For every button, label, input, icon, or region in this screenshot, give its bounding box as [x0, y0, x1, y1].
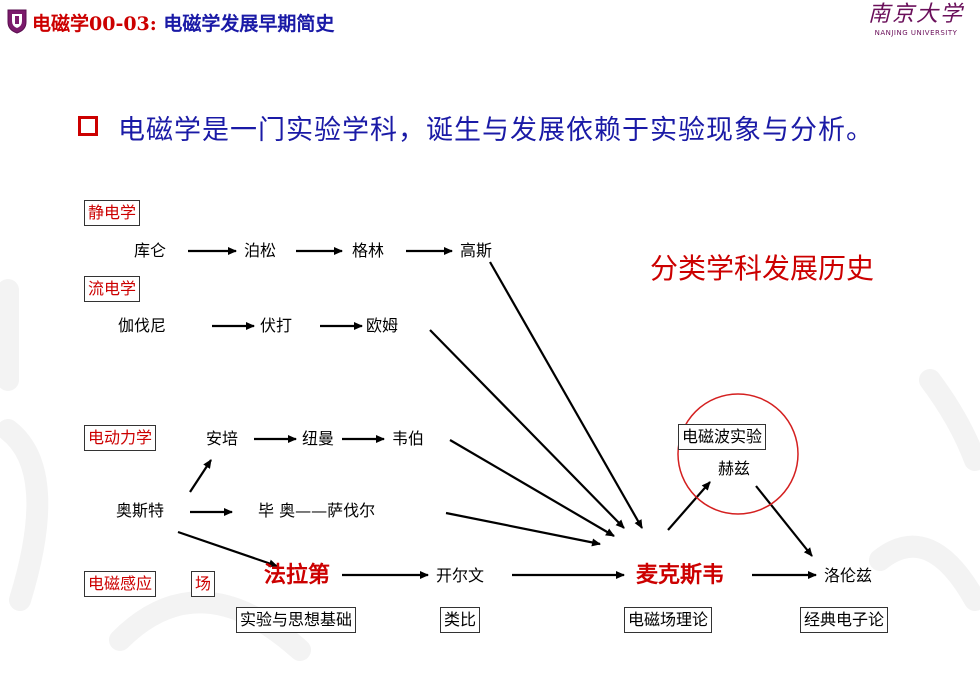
person-lorentz: 洛伦兹	[824, 566, 873, 585]
person-gauss: 高斯	[460, 241, 493, 260]
note-hertz-experiment: 电磁波实验	[678, 424, 767, 450]
person-galvani: 伽伐尼	[118, 316, 167, 335]
arrow-hertz-lorentz	[755, 485, 813, 557]
person-volta: 伏打	[260, 316, 293, 335]
arrow-biot-maxwell	[445, 511, 601, 547]
university-logo: 南京大学 NANJING UNIVERSITY	[866, 2, 966, 44]
bullet-text: 电磁学是一门实验学科，诞生与发展依赖于实验现象与分析。	[118, 115, 874, 146]
person-ohm: 欧姆	[366, 316, 399, 335]
note-faraday-foundation: 实验与思想基础	[236, 607, 357, 633]
university-logo-subtext: NANJING UNIVERSITY	[874, 29, 958, 37]
category-electrodynamics: 电动力学	[84, 425, 157, 451]
person-faraday: 法拉第	[264, 562, 331, 588]
bullet-point: 电磁学是一门实验学科，诞生与发展依赖于实验现象与分析。	[78, 108, 874, 147]
note-kelvin-analogy: 类比	[440, 607, 481, 633]
person-hertz: 赫兹	[718, 459, 751, 478]
university-crest-icon	[7, 9, 27, 34]
page-title: 电磁学00-03: 电磁学发展早期简史	[32, 9, 334, 36]
header-bar: 电磁学00-03: 电磁学发展早期简史 南京大学 NANJING UNIVERS…	[0, 0, 980, 48]
arrow-oersted-faraday	[177, 530, 278, 568]
arrow-maxwell-hertz	[667, 481, 711, 531]
person-biot-savart: 毕 奥——萨伐尔	[258, 501, 376, 520]
category-induction: 电磁感应	[84, 571, 157, 597]
arrow-weber-maxwell	[449, 439, 615, 537]
bullet-square-icon	[78, 115, 98, 136]
arrow-oersted-ampere	[189, 459, 212, 493]
university-logo-text: 南京大学	[867, 2, 964, 27]
person-ampere: 安培	[206, 429, 239, 448]
person-green: 格林	[352, 241, 385, 260]
note-maxwell-field-theory: 电磁场理论	[624, 607, 713, 633]
note-lorentz-electron-theory: 经典电子论	[800, 607, 889, 633]
category-history-title: 分类学科发展历史	[650, 252, 875, 285]
arrow-gauss-maxwell	[489, 261, 643, 529]
title-prefix: 电磁学00-03:	[32, 13, 157, 35]
person-maxwell: 麦克斯韦	[636, 562, 725, 588]
person-kelvin: 开尔文	[436, 566, 485, 585]
person-coulomb: 库仑	[134, 241, 167, 260]
category-electrostatics: 静电学	[84, 200, 141, 226]
hertz-highlight-circle	[677, 393, 799, 515]
person-oersted: 奥斯特	[116, 501, 165, 520]
category-current-electricity: 流电学	[84, 276, 141, 302]
title-rest: 电磁学发展早期简史	[156, 13, 335, 35]
person-weber: 韦伯	[392, 429, 425, 448]
arrow-ohm-maxwell	[429, 329, 625, 529]
category-field: 场	[191, 571, 216, 597]
person-neumann: 纽曼	[302, 429, 335, 448]
person-poisson: 泊松	[244, 241, 277, 260]
